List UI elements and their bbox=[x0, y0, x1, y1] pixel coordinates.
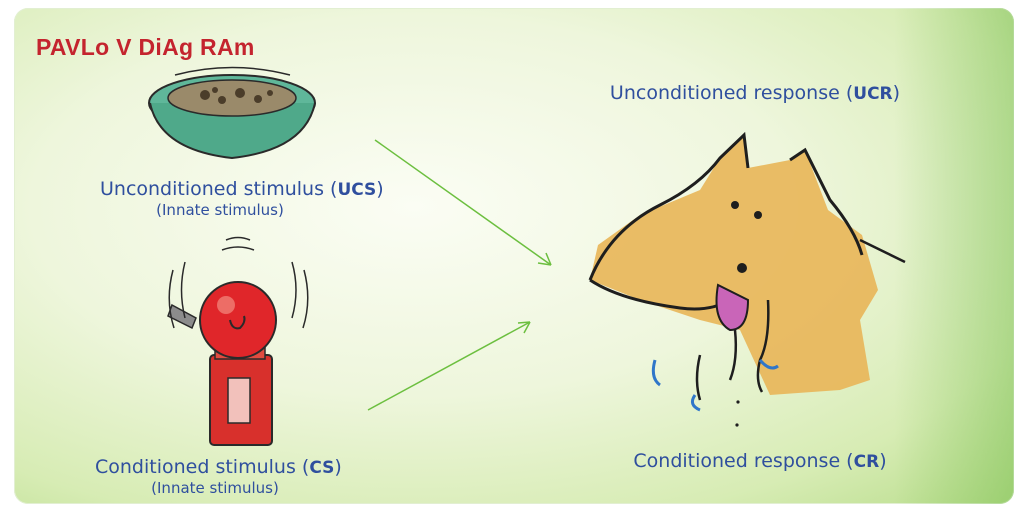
conditioned-stimulus-label: Conditioned stimulus (CS) (Innate stimul… bbox=[95, 456, 335, 497]
unconditioned-response-label: Unconditioned response (UCR) bbox=[590, 82, 920, 104]
cr-close: ) bbox=[879, 450, 886, 472]
ucr-close: ) bbox=[893, 82, 900, 104]
unconditioned-stimulus-label: Unconditioned stimulus (UCS) (Innate sti… bbox=[100, 178, 340, 219]
arrow-cs-to-cr bbox=[368, 322, 530, 410]
cr-text: Conditioned response ( bbox=[633, 450, 853, 472]
cs-close: ) bbox=[334, 456, 341, 478]
cs-abbr: CS bbox=[309, 458, 334, 478]
ucr-text: Unconditioned response ( bbox=[610, 82, 853, 104]
ucr-abbr: UCR bbox=[853, 84, 892, 104]
food-bowl-icon bbox=[149, 68, 315, 159]
cr-abbr: CR bbox=[854, 452, 880, 472]
cs-text: Conditioned stimulus ( bbox=[95, 456, 309, 478]
arrow-ucs-to-ucr bbox=[375, 140, 551, 265]
ucs-subtitle: (Innate stimulus) bbox=[100, 201, 340, 219]
ucs-abbr: UCS bbox=[337, 180, 376, 200]
cs-subtitle: (Innate stimulus) bbox=[95, 479, 335, 497]
ucs-text: Unconditioned stimulus ( bbox=[100, 178, 337, 200]
ringing-bell-icon bbox=[168, 238, 308, 446]
conditioned-response-label: Conditioned response (CR) bbox=[610, 450, 910, 472]
ucs-close: ) bbox=[376, 178, 383, 200]
dog-icon bbox=[590, 135, 905, 427]
